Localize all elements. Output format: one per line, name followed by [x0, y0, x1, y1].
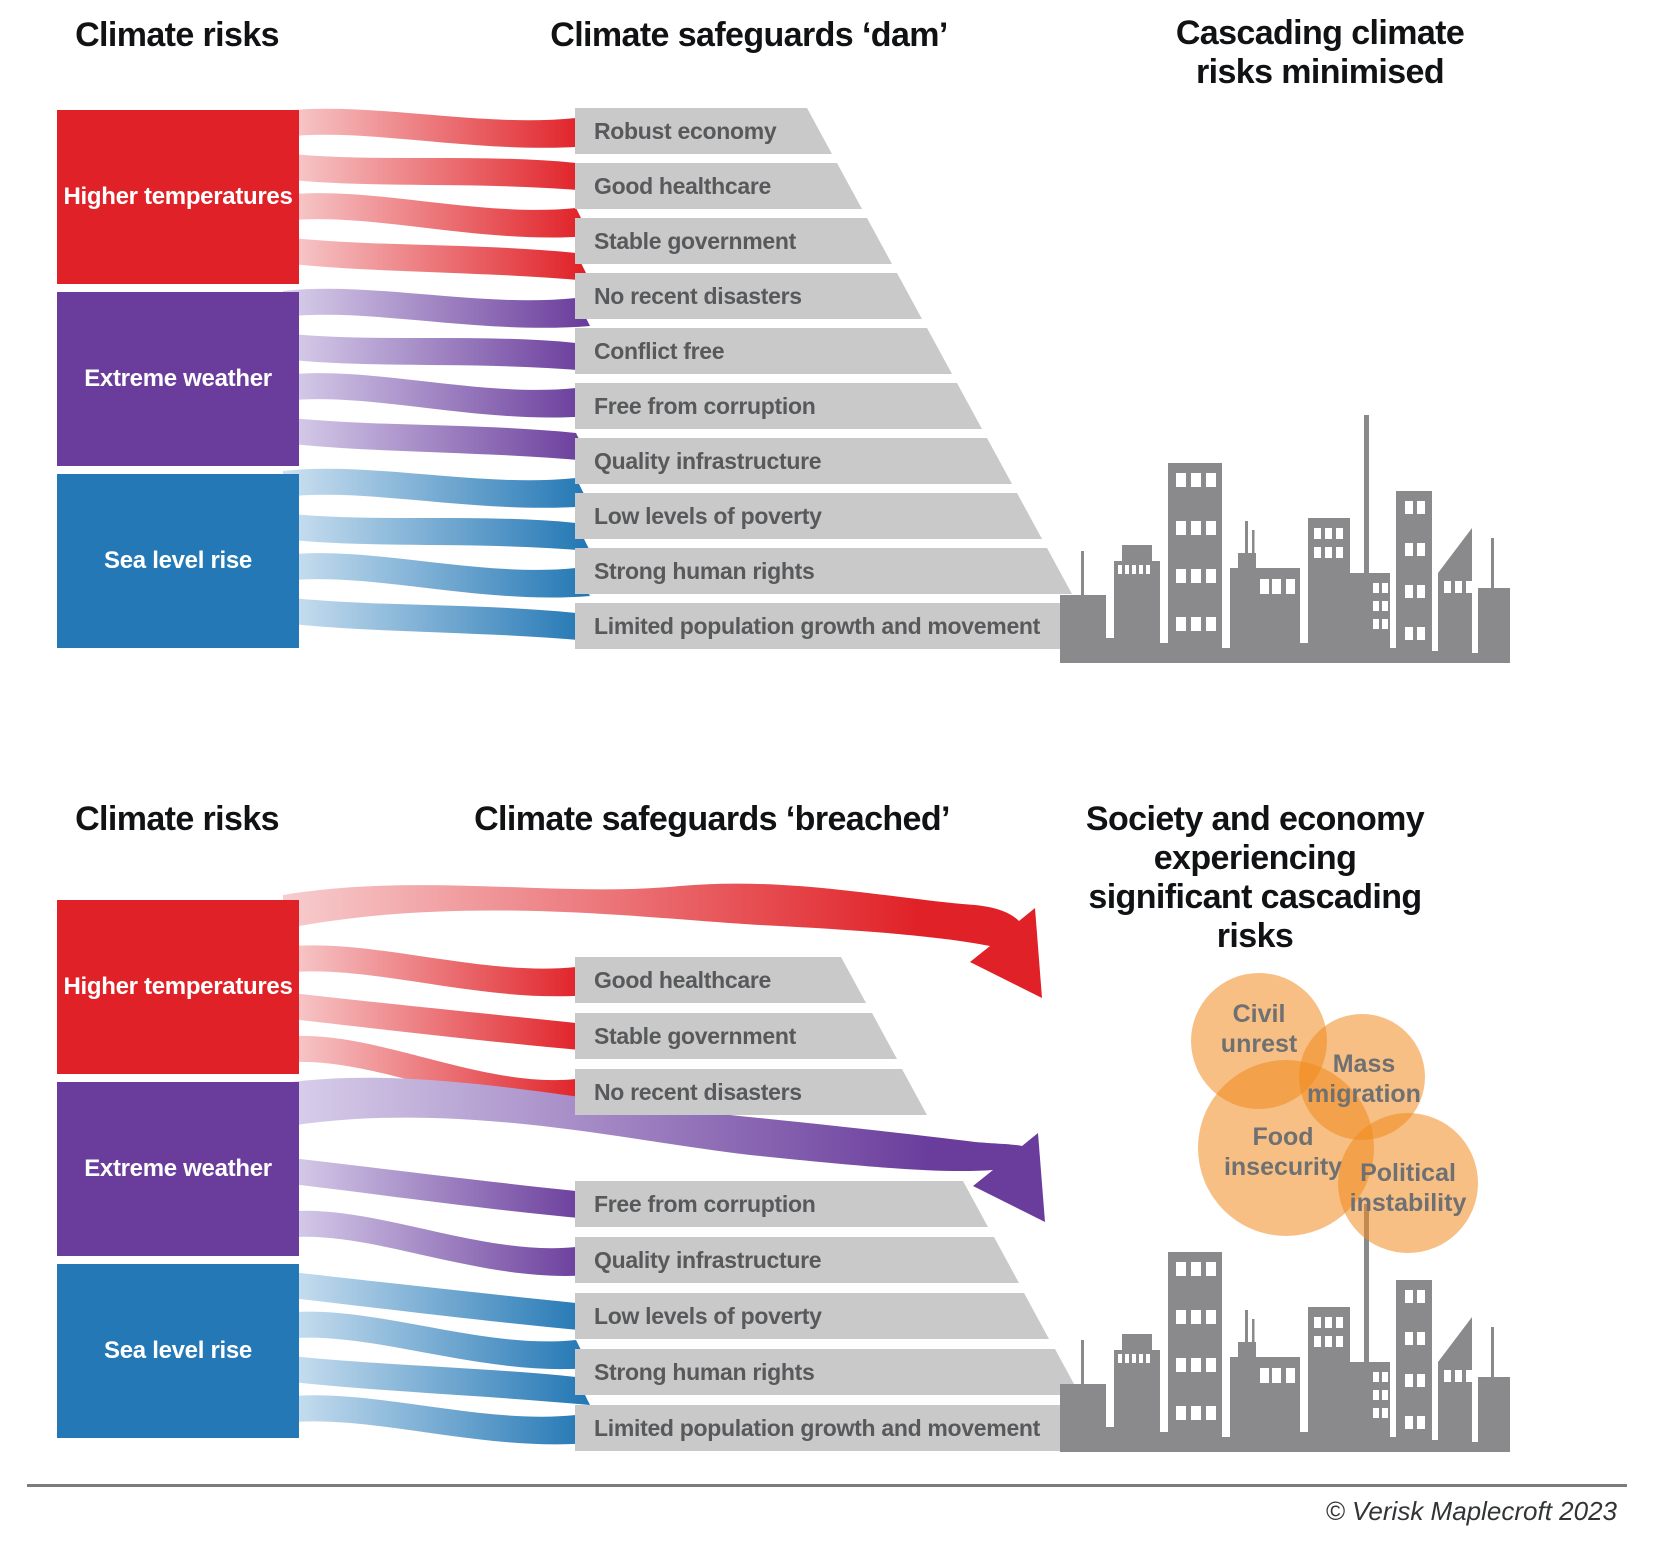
safeguard-bar: Limited population growth and movement — [575, 1405, 1110, 1451]
safeguard-bar: Robust economy — [575, 108, 832, 154]
safeguard-bar: Stable government — [575, 218, 892, 264]
risk-box-label: Sea level rise — [104, 1337, 252, 1364]
safeguard-bar: Good healthcare — [575, 163, 862, 209]
safeguard-bar: Strong human rights — [575, 1349, 1080, 1395]
safeguard-label: Robust economy — [594, 117, 777, 144]
safeguard-label: Low levels of poverty — [594, 502, 822, 529]
flow-ribbons-extreme-weather — [283, 288, 590, 461]
risk-box-label: Higher temperatures — [63, 183, 293, 210]
flow-ribbons-higher-temperatures-breached — [283, 945, 590, 1108]
heading-climate-risks-bottom: Climate risks — [75, 800, 279, 838]
safeguard-label: Stable government — [594, 227, 796, 254]
risk-box-label: Sea level rise — [104, 547, 252, 574]
heading-outcome-cascading: Society and economy experiencing signifi… — [1085, 800, 1425, 955]
safeguard-label: Limited population growth and movement — [594, 1414, 1041, 1441]
city-skyline-icon-top — [1060, 415, 1510, 663]
safeguard-bar: Limited population growth and movement — [575, 603, 1102, 649]
flow-ribbons-extreme-weather-breached — [283, 1157, 590, 1276]
heading-safeguards-dam: Climate safeguards ‘dam’ — [550, 16, 948, 54]
heading-safeguards-breached: Climate safeguards ‘breached’ — [474, 800, 950, 838]
safeguard-label: Quality infrastructure — [594, 1246, 822, 1273]
safeguard-bar: No recent disasters — [575, 1069, 927, 1115]
safeguard-label: Free from corruption — [594, 1190, 816, 1217]
impact-label-food-insecurity: Food insecurity — [1223, 1123, 1343, 1181]
safeguard-bar: No recent disasters — [575, 273, 922, 319]
heading-climate-risks-top: Climate risks — [75, 16, 279, 54]
safeguard-bar: Quality infrastructure — [575, 438, 1012, 484]
impact-label-mass-migration: Mass migration — [1307, 1050, 1421, 1108]
safeguard-label: Free from corruption — [594, 392, 816, 419]
risk-box-higher-temperatures: Higher temperatures — [57, 110, 299, 284]
safeguard-label: Quality infrastructure — [594, 447, 822, 474]
safeguard-label: Low levels of poverty — [594, 1302, 822, 1329]
flow-ribbons-higher-temperatures — [283, 108, 590, 281]
risk-box-extreme-weather-breached: Extreme weather — [57, 1082, 299, 1256]
impact-label-political-instability: Political instability — [1349, 1159, 1467, 1217]
safeguard-bar: Free from corruption — [575, 383, 982, 429]
risk-box-label: Extreme weather — [84, 1155, 272, 1182]
safeguard-bar: Stable government — [575, 1013, 897, 1059]
safeguard-bar: Good healthcare — [575, 957, 866, 1003]
flow-ribbons-sea-level-rise — [283, 468, 590, 641]
heading-outcome-minimised: Cascading climate risks minimised — [1175, 14, 1465, 91]
flow-ribbons-sea-level-rise-breached — [283, 1271, 590, 1445]
impact-label-civil-unrest: Civil unrest — [1220, 1000, 1298, 1058]
safeguard-label: Strong human rights — [594, 557, 815, 584]
safeguard-bar: Strong human rights — [575, 548, 1072, 594]
copyright-credit: © Verisk Maplecroft 2023 — [1325, 1496, 1617, 1526]
safeguard-label: Conflict free — [594, 337, 725, 364]
safeguard-bar: Conflict free — [575, 328, 952, 374]
safeguard-label: No recent disasters — [594, 1078, 802, 1105]
safeguard-bar: Low levels of poverty — [575, 493, 1042, 539]
risk-box-sea-level-rise: Sea level rise — [57, 474, 299, 648]
risk-box-higher-temperatures-breached: Higher temperatures — [57, 900, 299, 1074]
safeguard-label: Limited population growth and movement — [594, 612, 1041, 639]
safeguard-label: Strong human rights — [594, 1358, 815, 1385]
risk-box-label: Extreme weather — [84, 365, 272, 392]
safeguard-label: Good healthcare — [594, 172, 771, 199]
footer-divider — [27, 1484, 1627, 1487]
city-skyline-icon-bottom — [1060, 1204, 1510, 1452]
safeguard-bar: Quality infrastructure — [575, 1237, 1019, 1283]
risk-box-label: Higher temperatures — [63, 973, 293, 1000]
safeguard-bar: Free from corruption — [575, 1181, 988, 1227]
safeguard-bar: Low levels of poverty — [575, 1293, 1049, 1339]
risk-box-extreme-weather: Extreme weather — [57, 292, 299, 466]
risk-box-sea-level-rise-breached: Sea level rise — [57, 1264, 299, 1438]
safeguard-label: No recent disasters — [594, 282, 802, 309]
safeguard-label: Good healthcare — [594, 966, 771, 993]
safeguard-label: Stable government — [594, 1022, 796, 1049]
